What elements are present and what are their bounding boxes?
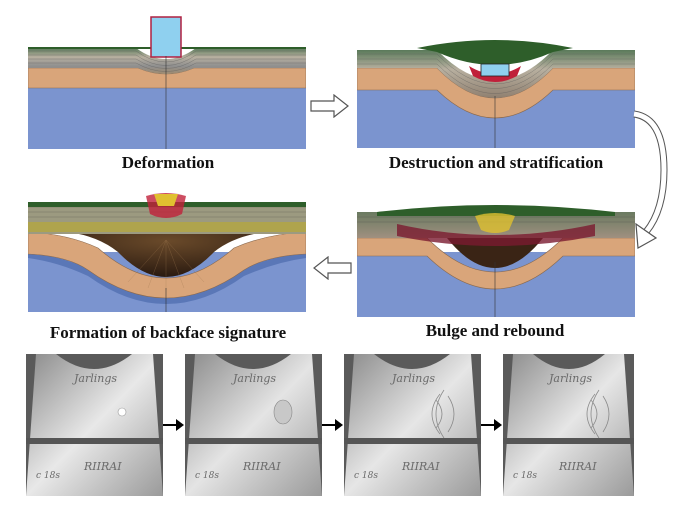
arrow-left-icon — [313, 256, 352, 280]
photo-text-top: Jarlings — [231, 372, 276, 385]
photo-text-corner: c 18s — [354, 471, 378, 481]
photo-text-corner: c 18s — [195, 471, 219, 481]
photo-text-bottom: RIIRAI — [83, 460, 122, 473]
destruction-panel — [357, 40, 635, 148]
photo-text-corner: c 18s — [36, 471, 60, 481]
photo-text-top: Jarlings — [547, 372, 592, 385]
photo-2: Jarlings RIIRAI c 18s — [185, 354, 322, 496]
caption-bulge: Bulge and rebound — [425, 321, 565, 340]
photo-text-corner: c 18s — [513, 471, 537, 481]
caption-backface: Formation of backface signature — [49, 323, 287, 342]
bulge-panel — [357, 205, 635, 317]
caption-deformation: Deformation — [121, 153, 215, 172]
photo-text-bottom: RIIRAI — [558, 460, 597, 473]
backface-panel — [28, 193, 306, 312]
projectile — [480, 63, 510, 77]
photo-arrow-icon — [481, 419, 502, 431]
photo-4: Jarlings RIIRAI c 18s — [503, 354, 634, 496]
arrow-right-icon — [310, 94, 349, 118]
photo-1: Jarlings RIIRAI c 18s — [26, 354, 163, 496]
curved-arrow-icon — [633, 110, 668, 249]
caption-destruction: Destruction and stratification — [388, 153, 604, 172]
projectile — [150, 16, 182, 58]
photo-text-bottom: RIIRAI — [401, 460, 440, 473]
photo-text-bottom: RIIRAI — [242, 460, 281, 473]
photo-arrow-icon — [322, 419, 343, 431]
photo-arrow-icon — [163, 419, 184, 431]
photo-3: Jarlings RIIRAI c 18s — [344, 354, 481, 496]
photo-text-top: Jarlings — [72, 372, 117, 385]
deformation-panel — [28, 16, 306, 149]
photo-text-top: Jarlings — [390, 372, 435, 385]
